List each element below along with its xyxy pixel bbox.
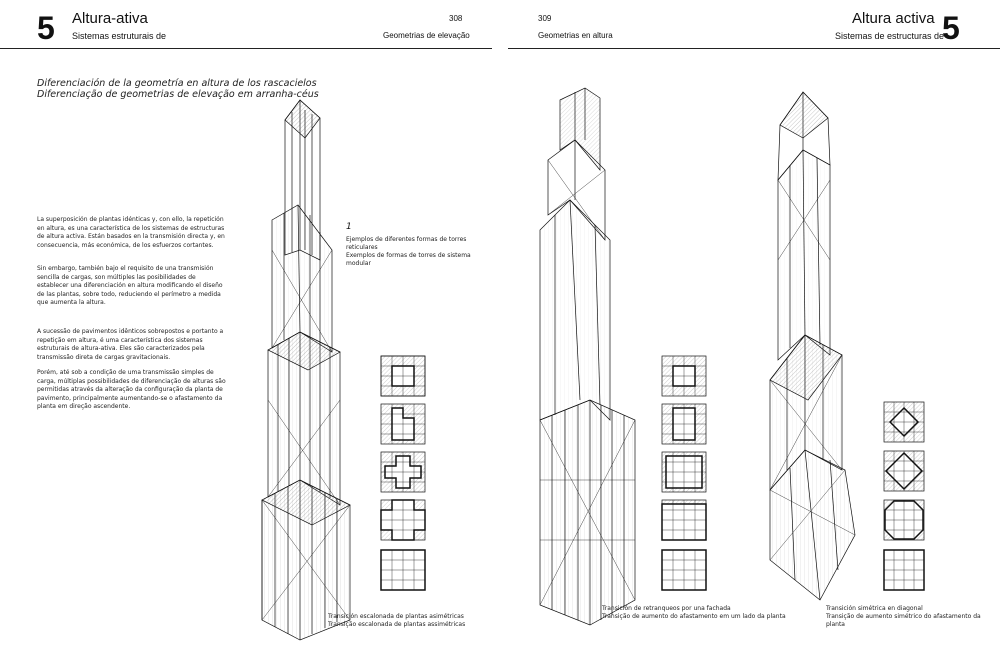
paragraph-es-1: La superposición de plantas idénticas y,…: [37, 216, 225, 249]
tower-1-plans: [380, 355, 426, 591]
caption-tower-3-es: Transición simétrica en diagonal: [826, 605, 923, 612]
chapter-number-left: 5: [37, 10, 55, 46]
paragraph-pt-2: Porém, até sob a condição de uma transmi…: [37, 369, 226, 411]
caption-tower-3: Transición simétrica en diagonal Transiç…: [826, 605, 998, 629]
header-rule-right: [508, 48, 1000, 49]
figure-caption-pt: Exemplos de formas de torres de sistema …: [346, 252, 471, 267]
caption-tower-2: Transición de retranqueos por una fachad…: [602, 605, 812, 621]
tower-2-plans: [661, 355, 707, 591]
running-title-left: Geometrias de elevação: [383, 31, 470, 40]
section-title-es: Diferenciación de la geometría en altura…: [37, 78, 317, 89]
chapter-subtitle-left: Sistemas estruturais de: [72, 31, 167, 41]
figure-caption-es: Ejemplos de diferentes formas de torres …: [346, 236, 467, 251]
chapter-title-left: Altura-ativa: [72, 10, 148, 27]
caption-tower-3-pt: Transição de aumento simétrico do afasta…: [826, 613, 981, 628]
caption-tower-1-pt: Transição escalonada de plantas assimétr…: [328, 621, 466, 628]
tower-3-plans: [883, 401, 925, 591]
section-title: Diferenciación de la geometría en altura…: [37, 78, 319, 100]
caption-tower-1-es: Transición escalonada de plantas asimétr…: [328, 613, 464, 620]
running-title-right: Geometrias en altura: [538, 31, 613, 40]
section-title-pt: Diferenciação de geometrias de elevação …: [37, 89, 319, 100]
page-number-right: 309: [538, 14, 552, 23]
paragraph-es-2: Sin embargo, también bajo el requisito d…: [37, 265, 223, 307]
caption-tower-1: Transición escalonada de plantas asimétr…: [328, 613, 528, 629]
tower-1-drawing: [261, 99, 351, 641]
caption-tower-2-pt: Transição de aumento do afastamento em u…: [602, 613, 786, 620]
caption-tower-2-es: Transición de retranqueos por una fachad…: [602, 605, 731, 612]
chapter-number-right: 5: [942, 10, 960, 46]
paragraph-pt-1: A sucessão de pavimentos idênticos sobre…: [37, 328, 224, 361]
chapter-title-right: Altura activa: [852, 10, 935, 27]
page-number-left: 308: [449, 14, 463, 23]
tower-2-drawing: [539, 87, 636, 626]
chapter-subtitle-right: Sistemas de estructuras de: [835, 31, 945, 41]
tower-3-drawing: [769, 91, 856, 601]
figure-number: 1: [346, 222, 352, 232]
header-rule-left: [0, 48, 492, 49]
figure-caption: Ejemplos de diferentes formas de torres …: [346, 236, 496, 268]
